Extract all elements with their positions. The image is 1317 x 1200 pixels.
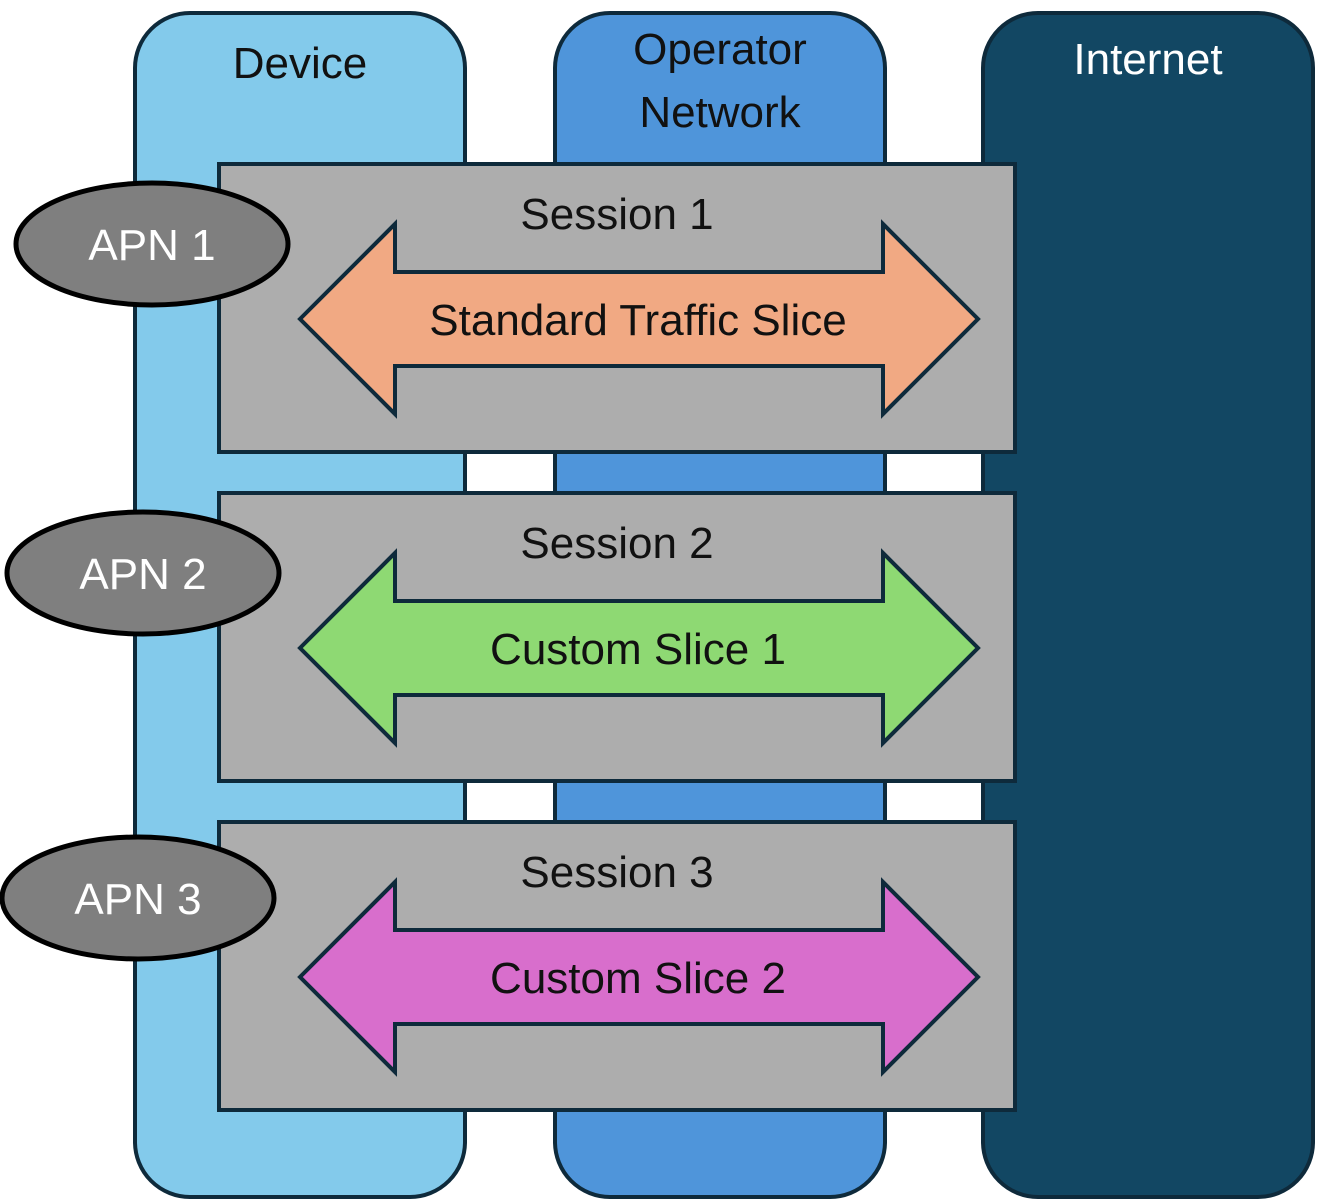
- internet-column-title: Internet: [1073, 35, 1222, 84]
- session-3-title: Session 3: [520, 848, 713, 897]
- apn-3: APN 3: [0, 834, 277, 962]
- column-internet: Internet: [981, 11, 1315, 1199]
- standard-traffic-slice-label: Standard Traffic Slice: [429, 296, 846, 345]
- session-2: Session 2 Custom Slice 1: [217, 491, 1017, 783]
- apn-3-label: APN 3: [74, 875, 201, 924]
- operator-network-title-line-2: Network: [639, 88, 801, 137]
- operator-network-title-line-1: Operator: [633, 25, 807, 74]
- apn-2-label: APN 2: [79, 550, 206, 599]
- session-3: Session 3 Custom Slice 2: [217, 820, 1017, 1112]
- session-1: Session 1 Standard Traffic Slice: [217, 162, 1017, 454]
- device-column-title: Device: [233, 39, 368, 88]
- custom-slice-1-label: Custom Slice 1: [490, 625, 786, 674]
- custom-slice-1-arrow: [297, 548, 981, 748]
- apn-2: APN 2: [4, 509, 282, 637]
- custom-slice-2-arrow: [297, 877, 981, 1077]
- internet-column-box: [981, 11, 1315, 1199]
- session-1-title: Session 1: [520, 190, 713, 239]
- apn-1-label: APN 1: [88, 221, 215, 270]
- custom-slice-2-label: Custom Slice 2: [490, 954, 786, 1003]
- apn-3-oval: [0, 834, 277, 962]
- apn-2-oval: [4, 509, 282, 637]
- session-2-title: Session 2: [520, 519, 713, 568]
- apn-1-oval: [13, 180, 291, 308]
- apn-1: APN 1: [13, 180, 291, 308]
- standard-traffic-slice-arrow: [297, 219, 981, 419]
